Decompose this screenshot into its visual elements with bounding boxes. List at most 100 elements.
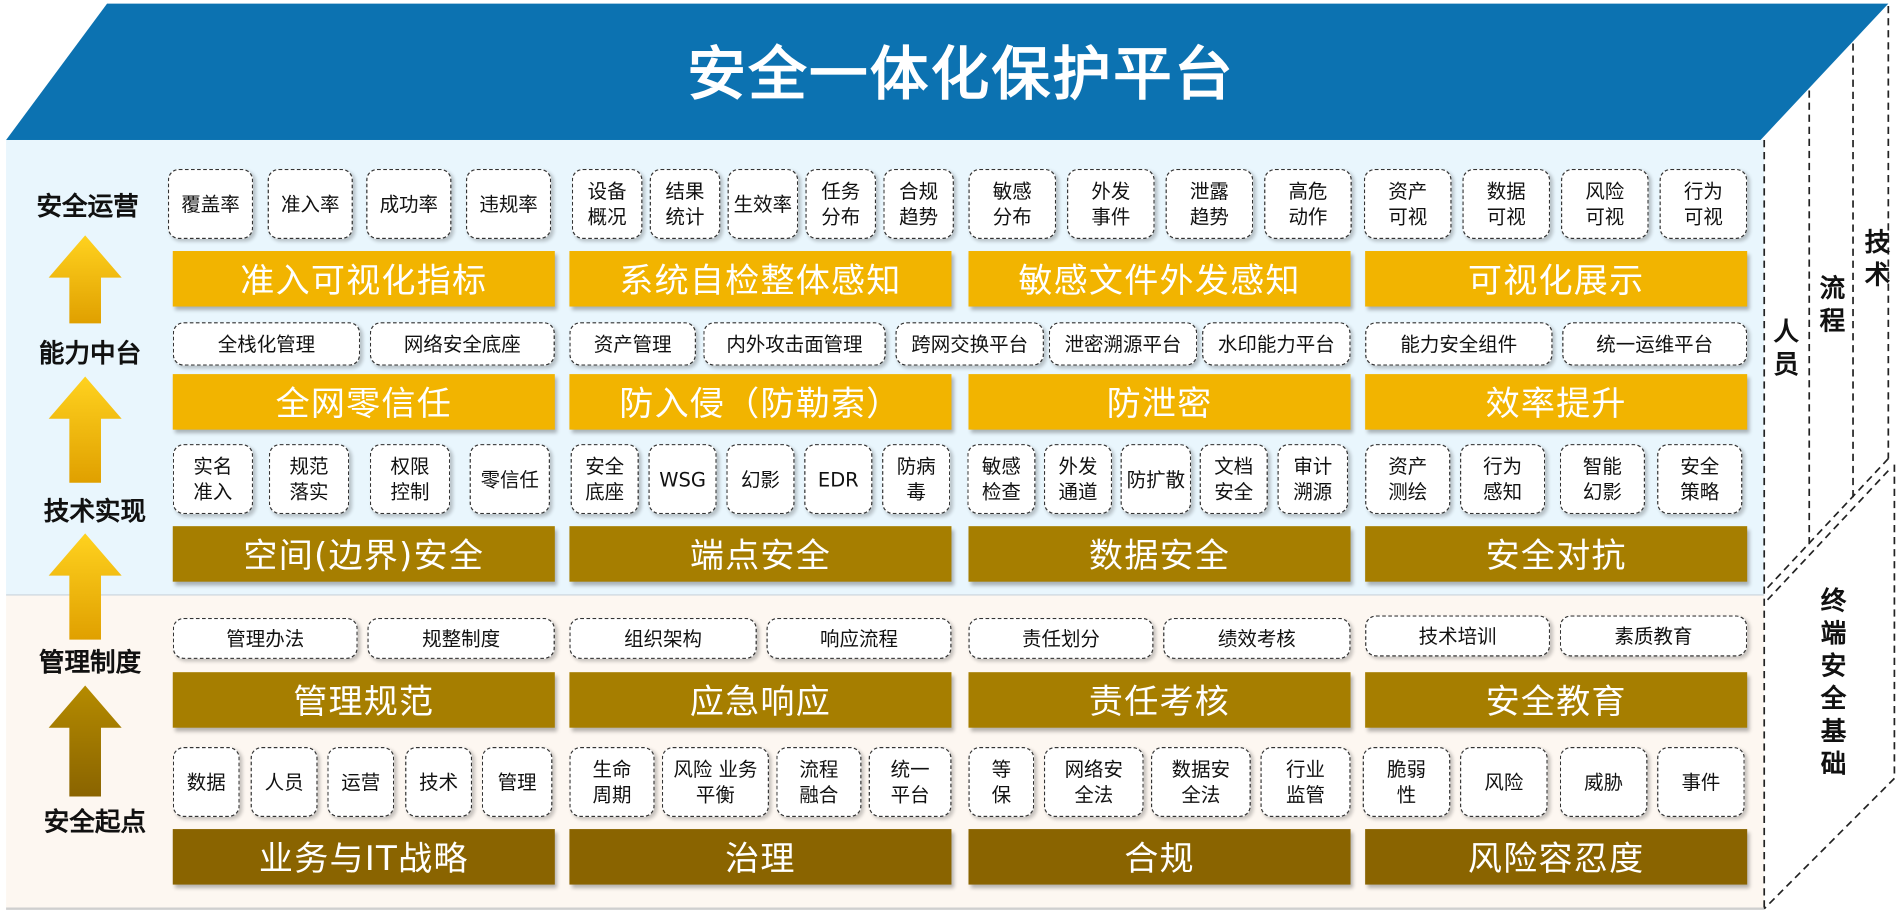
level-bar: 合规 xyxy=(968,829,1351,885)
level-bar: 准入可视化指标 xyxy=(172,251,555,307)
metric-box: 外发 事件 xyxy=(1067,168,1155,239)
metric-box: 资产 可视 xyxy=(1363,168,1452,239)
metric-box: 生效率 xyxy=(727,168,799,239)
start-box: 网络安 全法 xyxy=(1043,747,1144,818)
metric-box: 高危 动作 xyxy=(1264,168,1352,239)
metric-box: 准入率 xyxy=(267,168,353,239)
level-bar: 责任考核 xyxy=(968,672,1351,728)
arrow-up-icon xyxy=(48,376,122,483)
capability-box: 统一运维平台 xyxy=(1562,322,1748,366)
layer-label-ops: 安全运营 xyxy=(36,191,139,221)
tech-box: 防病 毒 xyxy=(882,444,951,515)
tech-box: 智能 幻影 xyxy=(1559,444,1645,515)
level-bar: 全网零信任 xyxy=(172,374,555,430)
arrow-up-icon xyxy=(48,533,122,640)
level-bar: 系统自检整体感知 xyxy=(569,251,952,307)
tech-box: 文档 安全 xyxy=(1199,444,1268,515)
level-bar: 管理规范 xyxy=(172,672,555,728)
level-bar: 业务与IT战略 xyxy=(172,829,555,885)
level-bar: 风险容忍度 xyxy=(1365,829,1748,885)
tech-box: WSG xyxy=(648,444,717,515)
management-box: 技术培训 xyxy=(1365,615,1551,657)
metric-box: 成功率 xyxy=(366,168,452,239)
start-box: 数据 xyxy=(172,747,240,818)
metric-box: 覆盖率 xyxy=(167,168,254,239)
capability-box: 内外攻击面管理 xyxy=(703,322,886,366)
level-bar: 治理 xyxy=(569,829,952,885)
start-box: 威胁 xyxy=(1559,747,1648,818)
management-box: 素质教育 xyxy=(1559,615,1748,657)
tech-box: EDR xyxy=(804,444,873,515)
management-box: 规整制度 xyxy=(367,617,555,659)
start-box: 人员 xyxy=(250,747,318,818)
start-box: 事件 xyxy=(1657,747,1745,818)
tech-box: 零信任 xyxy=(469,444,550,515)
start-box: 数据安 全法 xyxy=(1150,747,1251,818)
side-label-tech: 技术 xyxy=(1864,228,1891,290)
level-bar: 防泄密 xyxy=(968,374,1351,430)
tech-box: 实名 准入 xyxy=(172,444,254,515)
tech-box: 安全 底座 xyxy=(570,444,639,515)
side-label-terminal-base: 终端安全基础 xyxy=(1820,586,1847,779)
level-bar: 敏感文件外发感知 xyxy=(968,251,1351,307)
start-box: 生命 周期 xyxy=(569,747,655,818)
start-box: 运营 xyxy=(327,747,395,818)
level-bar: 空间(边界)安全 xyxy=(172,526,555,582)
start-box: 管理 xyxy=(481,747,553,818)
tech-box: 敏感 检查 xyxy=(967,444,1036,515)
tech-box: 外发 通道 xyxy=(1043,444,1113,515)
arrow-up-icon xyxy=(48,235,122,324)
management-box: 绩效考核 xyxy=(1163,617,1351,659)
arrow-up-icon xyxy=(48,685,122,797)
page-title: 安全一体化保护平台 xyxy=(687,41,1235,109)
level-bar: 安全对抗 xyxy=(1365,526,1748,582)
level-bar: 安全教育 xyxy=(1365,672,1748,728)
level-bar: 数据安全 xyxy=(968,526,1351,582)
layer-label-tech: 技术实现 xyxy=(43,497,147,527)
metric-box: 数据 可视 xyxy=(1462,168,1551,239)
capability-box: 跨网交换平台 xyxy=(895,322,1044,366)
metric-box: 设备 概况 xyxy=(571,168,643,239)
start-box: 等 保 xyxy=(968,747,1035,818)
metric-box: 合规 趋势 xyxy=(883,168,954,239)
management-box: 管理办法 xyxy=(172,617,358,659)
capability-box: 全栈化管理 xyxy=(172,322,361,366)
level-bar: 效率提升 xyxy=(1365,374,1748,430)
side-label-process: 流程 xyxy=(1819,273,1846,336)
tech-box: 权限 控制 xyxy=(369,444,451,515)
capability-box: 水印能力平台 xyxy=(1202,322,1351,366)
start-box: 脆弱 性 xyxy=(1362,747,1451,818)
management-box: 组织架构 xyxy=(569,617,757,659)
level-bar: 可视化展示 xyxy=(1365,251,1748,307)
layer-label-management: 管理制度 xyxy=(38,648,142,678)
capability-box: 泄密溯源平台 xyxy=(1048,322,1198,366)
tech-box: 幻影 xyxy=(726,444,795,515)
tech-box: 安全 策略 xyxy=(1657,444,1743,515)
metric-box: 违规率 xyxy=(465,168,552,239)
level-bar: 防入侵（防勒索） xyxy=(569,374,952,430)
tech-box: 资产 测绘 xyxy=(1365,444,1451,515)
capability-box: 资产管理 xyxy=(569,322,696,366)
layer-label-capability: 能力中台 xyxy=(38,339,142,369)
capability-box: 能力安全组件 xyxy=(1365,322,1553,366)
start-box: 技术 xyxy=(405,747,473,818)
tech-box: 规范 落实 xyxy=(268,444,350,515)
start-box: 风险 业务 平衡 xyxy=(661,747,769,818)
tech-box: 审计 溯源 xyxy=(1277,444,1349,515)
start-box: 行业 监管 xyxy=(1260,747,1351,818)
management-box: 响应流程 xyxy=(766,617,952,659)
level-bar: 端点安全 xyxy=(569,526,952,582)
layer-label-start: 安全起点 xyxy=(43,807,147,837)
metric-box: 行为 可视 xyxy=(1659,168,1748,239)
start-box: 流程 融合 xyxy=(776,747,862,818)
level-bar: 应急响应 xyxy=(569,672,952,728)
metric-box: 风险 可视 xyxy=(1561,168,1649,239)
side-label-people: 人员 xyxy=(1773,317,1799,379)
metric-box: 敏感 分布 xyxy=(968,168,1057,239)
capability-box: 网络安全底座 xyxy=(369,322,555,366)
metric-box: 泄露 趋势 xyxy=(1165,168,1254,239)
side-frame xyxy=(1763,6,1896,910)
start-box: 统一 平台 xyxy=(868,747,952,818)
tech-box: 行为 感知 xyxy=(1460,444,1546,515)
